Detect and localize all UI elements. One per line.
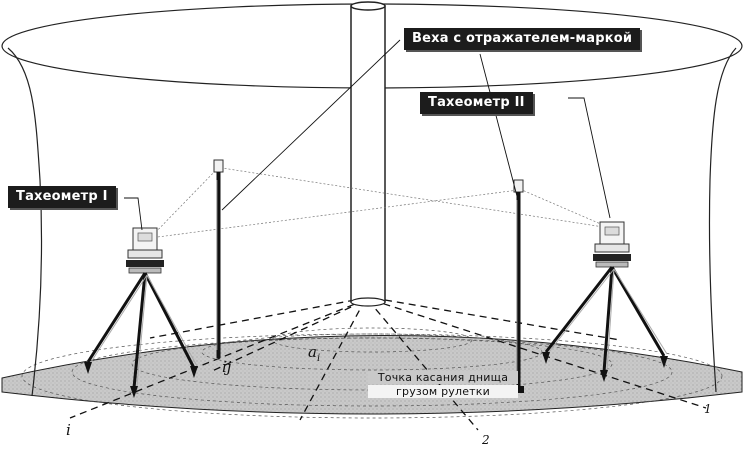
callout-station-2-label: Тахеометр II [428, 95, 525, 110]
touch-point-note: Точка касания днища грузом рулетки [368, 371, 518, 398]
leader-lines [124, 39, 611, 231]
callout-pole: Веха с отражателем-маркой [404, 28, 641, 50]
central-column [350, 1, 386, 307]
total-station-1 [84, 227, 198, 398]
callout-pole-label: Веха с отражателем-маркой [412, 31, 633, 46]
marker-ij: ij [222, 358, 232, 376]
marker-2: 2 [482, 433, 490, 447]
marker-i: i [66, 421, 71, 439]
reflector-pole-left [213, 159, 224, 358]
callout-station-1: Тахеометр I [8, 186, 116, 208]
marker-ai: ai [308, 343, 320, 364]
total-station-2 [542, 221, 668, 382]
marker-ai-sub: i [316, 353, 321, 364]
callout-station-1-label: Тахеометр I [16, 189, 108, 204]
touch-point-note-line1: Точка касания днища [368, 371, 518, 384]
marker-1: 1 [704, 402, 712, 416]
touch-point-note-line2: грузом рулетки [368, 385, 518, 398]
radial-lines [69, 299, 707, 431]
sight-lines [149, 167, 611, 239]
callout-station-2: Тахеометр II [420, 92, 533, 114]
marker-ai-letter: a [308, 343, 317, 361]
